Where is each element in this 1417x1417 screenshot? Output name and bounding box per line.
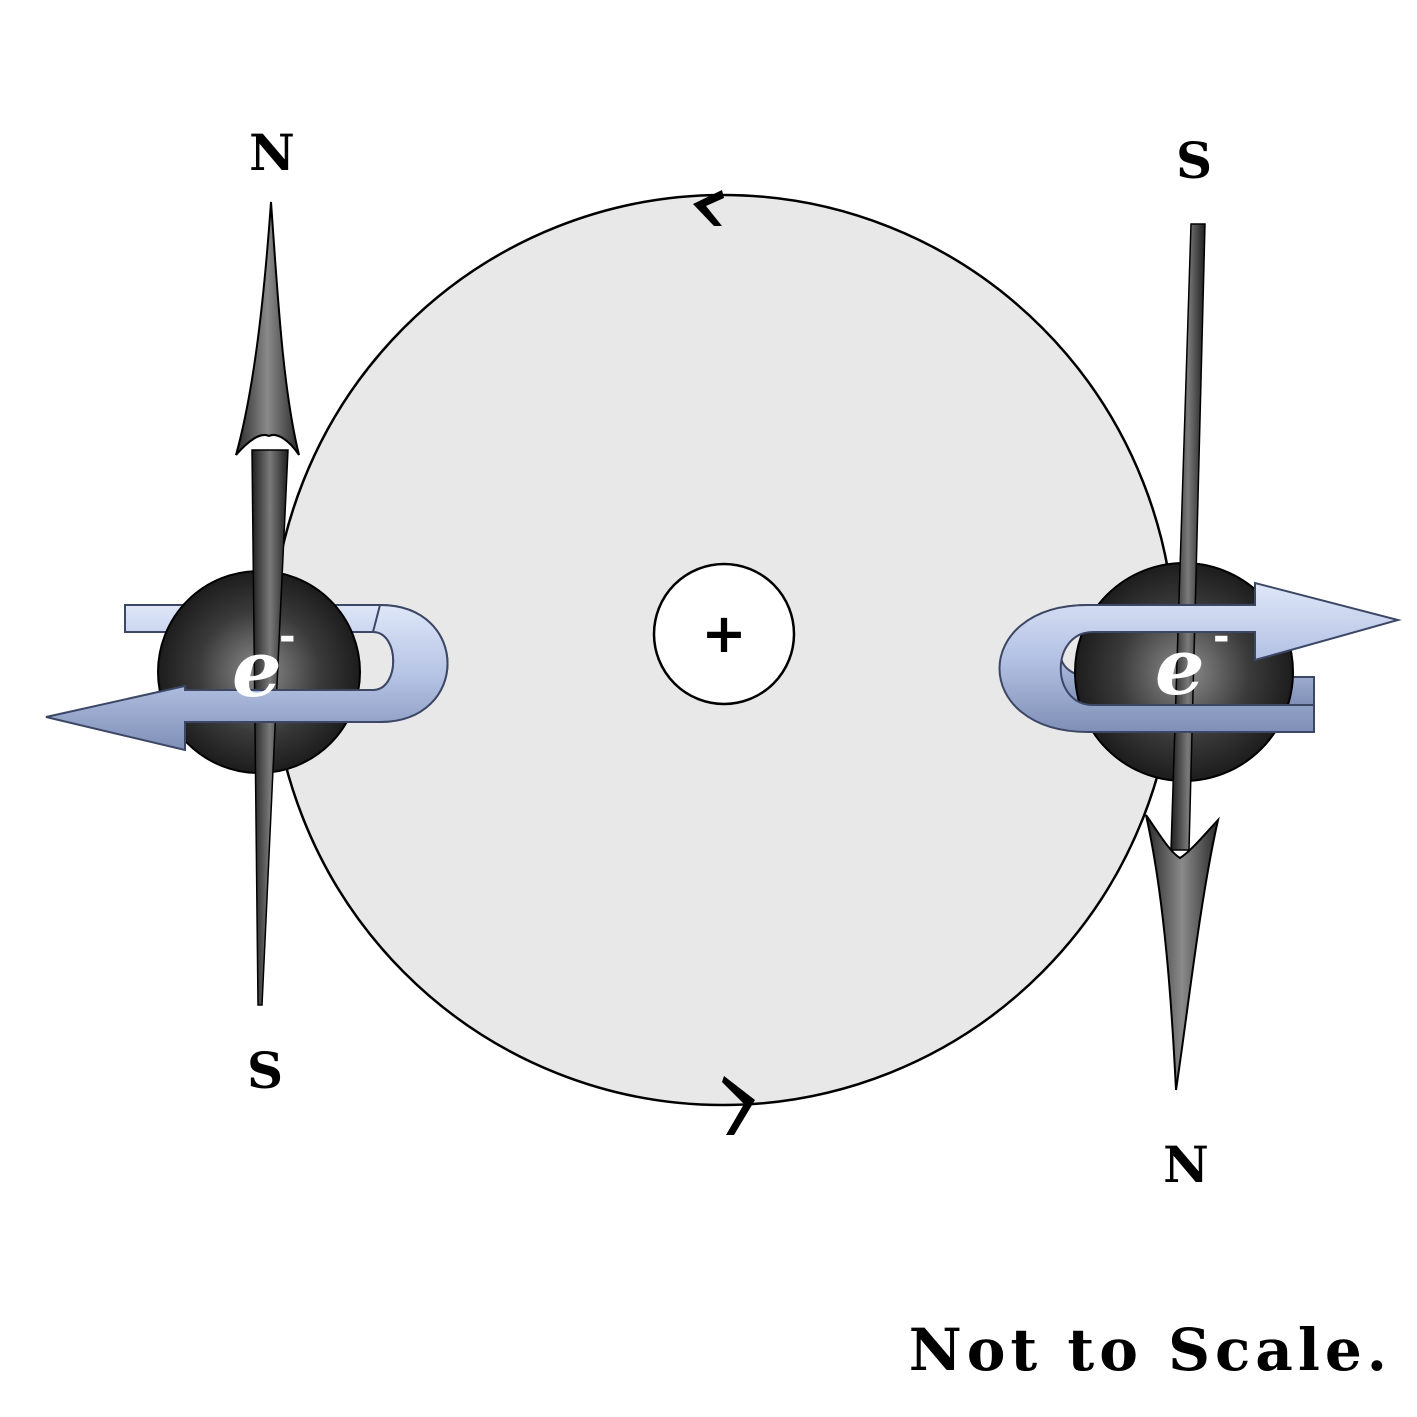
magnetic-moment-left-shaft [251,449,289,1006]
pole-label-right-top: S [1176,131,1212,190]
electron-left: e - N S [45,123,449,1100]
pole-label-left-top: N [249,123,295,182]
nucleus-circle [652,562,796,706]
spin-arrow-front-left-icon [45,603,449,752]
scale-caption: Not to Scale. [909,1316,1392,1384]
electron-left-symbol: e [232,624,282,715]
nucleus-charge-label: + [701,602,746,665]
pole-label-right-bottom: N [1163,1135,1209,1194]
magnetic-moment-left-arrow-icon [235,201,300,456]
orbit-direction-bottom-icon [722,1076,755,1135]
electron-left-charge: - [279,614,296,660]
electron-right-charge: - [1213,614,1230,660]
electron-right-symbol: e [1155,622,1205,713]
magnetic-moment-right-arrow-icon [1145,814,1220,1091]
pole-label-left-bottom: S [247,1041,283,1100]
nucleus: + [652,562,796,706]
orbit-direction-top-icon [693,190,724,226]
spin-arrow-front-right-icon [998,581,1402,733]
electron-right: e - S N [998,131,1402,1194]
